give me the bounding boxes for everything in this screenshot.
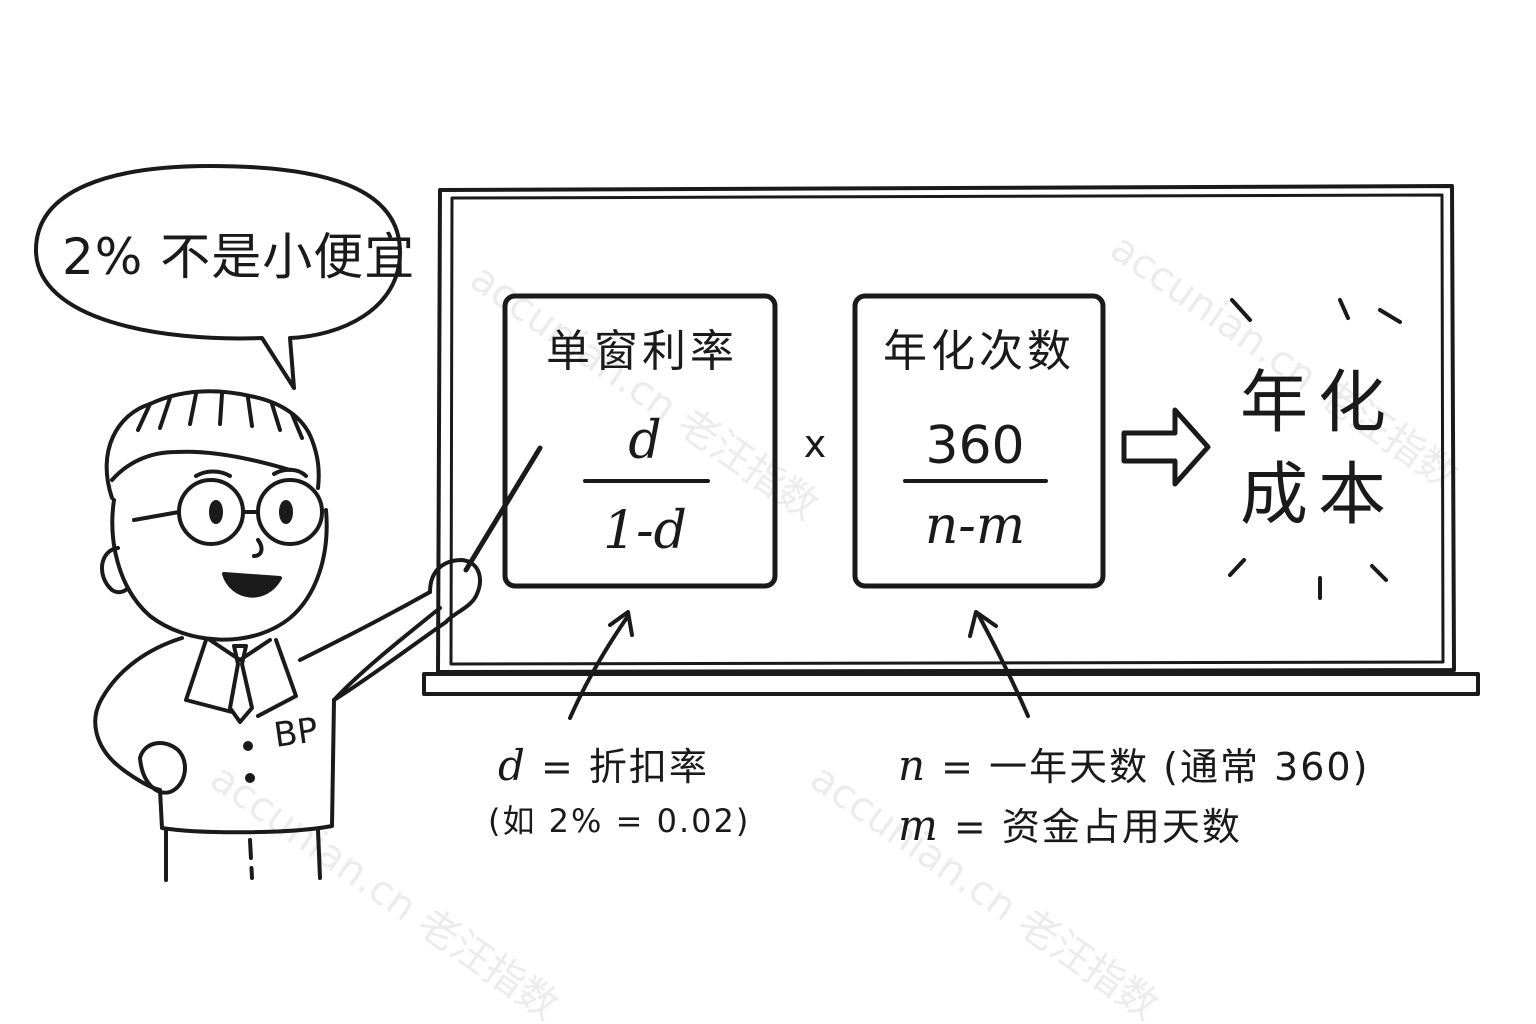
single-window-rate-title: 单窗利率 <box>546 326 738 377</box>
note-n-text: = 一年天数 (通常 360) <box>941 745 1370 789</box>
annotation-arrow-n <box>976 612 1030 718</box>
teacher-lapel-right <box>256 638 298 718</box>
result-sparkles <box>1228 298 1402 600</box>
teacher-pointing-hand <box>428 558 482 624</box>
single-window-rate-numerator: d <box>628 411 662 471</box>
teacher-face <box>110 498 329 642</box>
teacher-mouth <box>222 572 282 598</box>
annotation-arrow-d <box>568 614 630 720</box>
teacher-eye-right <box>279 500 293 524</box>
teacher-eyebrow-right <box>272 467 308 478</box>
whiteboard-frame-inner <box>449 193 1445 666</box>
teacher-hair <box>104 389 321 500</box>
jacket-badge: BP <box>271 710 321 756</box>
annualized-times-denominator: n-m <box>924 496 1026 556</box>
note-d-example: (如 2% = 0.02) <box>488 802 751 840</box>
teacher-character <box>93 389 482 882</box>
jacket-button-1 <box>243 741 253 751</box>
note-n-variable: n <box>898 741 928 790</box>
multiply-operator: x <box>803 422 827 466</box>
whiteboard-tray <box>422 672 1480 696</box>
glasses-arm <box>132 510 181 522</box>
note-d-variable: d <box>498 741 527 790</box>
annotation-arrow-d-head <box>608 610 634 637</box>
annualized-cost-line1: 年化 <box>1240 364 1397 443</box>
teacher-eye-left <box>209 500 223 524</box>
teacher-nose <box>252 538 264 558</box>
teacher-ear <box>99 546 130 595</box>
note-d-text: = 折扣率 <box>540 745 709 789</box>
teacher-fist <box>138 741 187 795</box>
annualized-times-numerator: 360 <box>925 416 1025 476</box>
teacher-leg-right <box>316 828 322 880</box>
note-d-definition: d = 折扣率 <box>498 745 709 787</box>
annualized-times-title: 年化次数 <box>883 326 1075 377</box>
pointer-stick <box>463 445 543 573</box>
teacher-tie <box>228 644 254 724</box>
jacket-button-2 <box>245 773 255 783</box>
note-m-definition: m = 资金占用天数 <box>898 805 1242 847</box>
note-n-definition: n = 一年天数 (通常 360) <box>898 745 1369 787</box>
note-m-text: = 资金占用天数 <box>953 805 1242 849</box>
speech-bubble-text: 2% 不是小便宜 <box>62 228 416 286</box>
teacher-collar <box>208 638 272 662</box>
teacher-sleeve-arm <box>298 590 448 702</box>
annotation-arrow-n-head <box>968 610 998 638</box>
teacher-eyebrow-left <box>194 469 232 478</box>
single-window-rate-denominator: 1-d <box>603 501 687 561</box>
annualized-times-box <box>852 293 1106 589</box>
speech-bubble-outline <box>34 164 402 390</box>
teacher-trouser-crease <box>248 838 254 880</box>
whiteboard <box>422 184 1480 696</box>
whiteboard-frame-outer <box>436 184 1456 674</box>
teacher-lapel-left <box>184 638 234 714</box>
annualized-cost-line2: 成本 <box>1240 456 1397 535</box>
note-m-variable: m <box>898 801 940 850</box>
single-window-rate-box <box>502 293 778 589</box>
result-arrow <box>1121 407 1211 487</box>
